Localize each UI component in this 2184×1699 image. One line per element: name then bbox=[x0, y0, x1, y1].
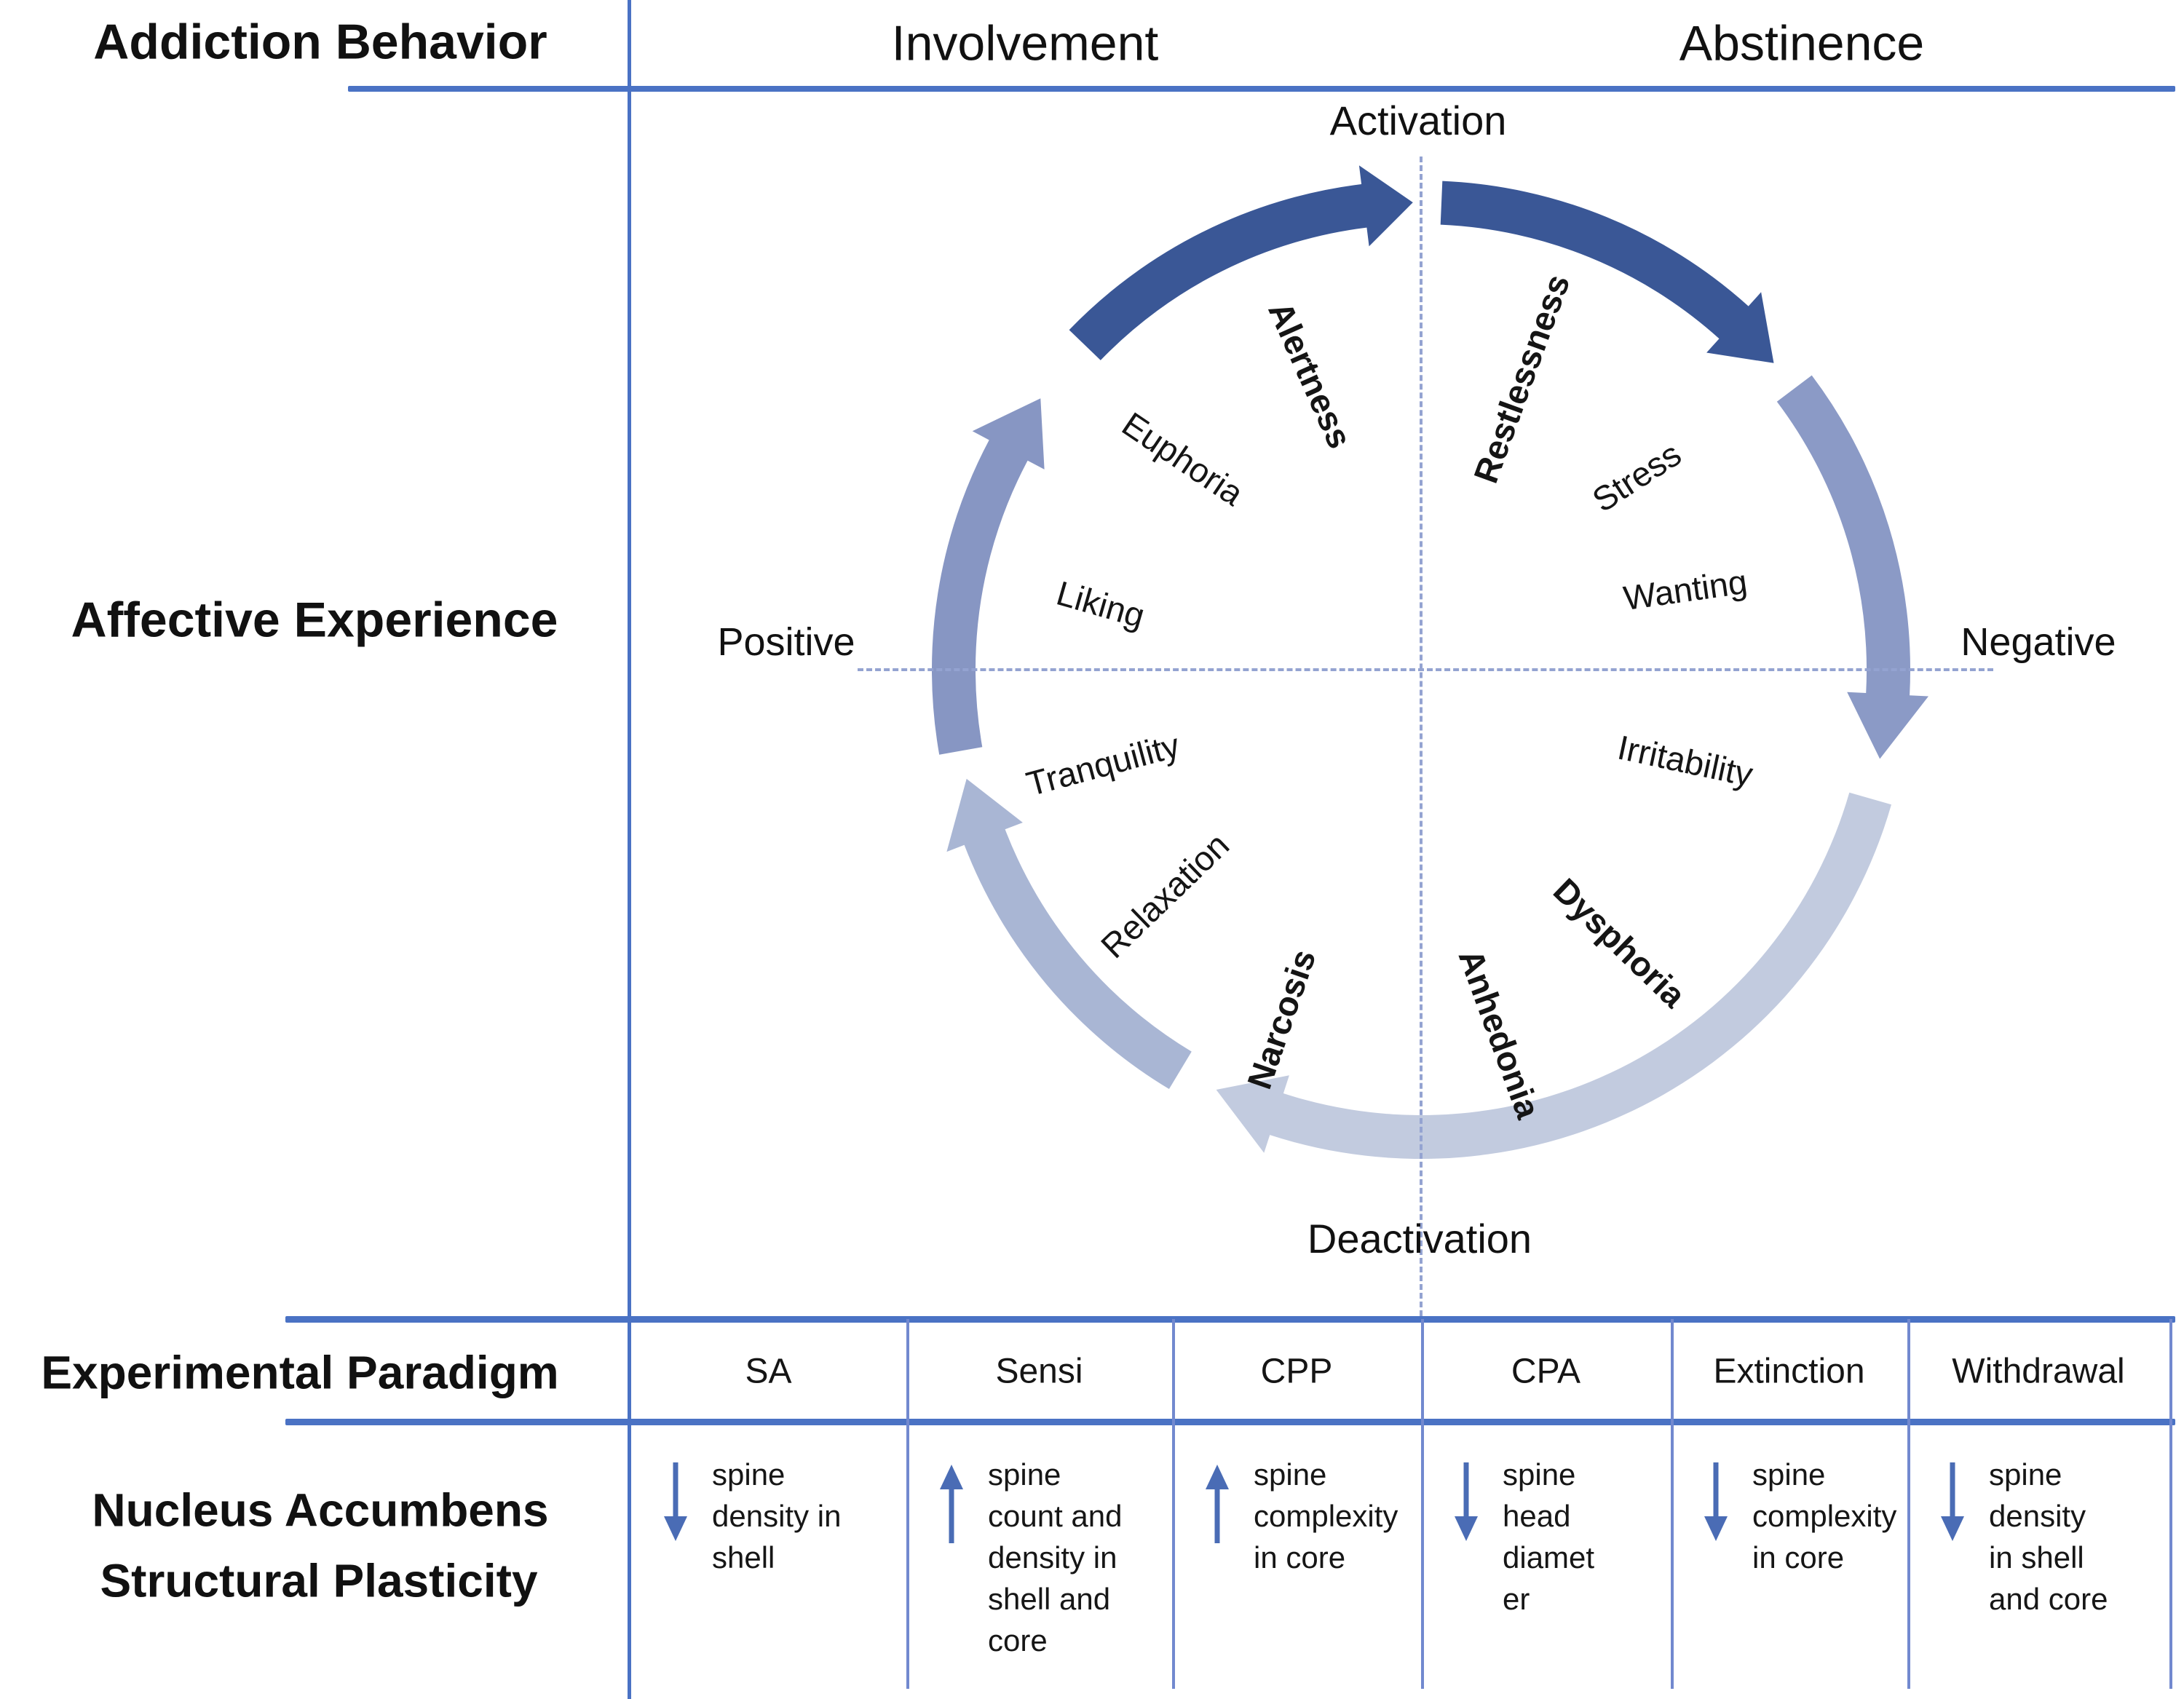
plasticity-finding-line: count and bbox=[988, 1499, 1123, 1533]
cycle-arc-arrow-segment-3 bbox=[1776, 375, 1928, 759]
table-top-line bbox=[285, 1316, 2175, 1323]
spine-change-arrow-down-icon bbox=[660, 1458, 692, 1548]
involvement-column-header: Involvement bbox=[891, 15, 1159, 71]
paradigm-label-extinction: Extinction bbox=[1713, 1352, 1865, 1391]
plasticity-finding-line: spine bbox=[988, 1457, 1061, 1492]
plasticity-finding-line: spine bbox=[1989, 1457, 2062, 1492]
experimental-paradigm-row-label: Experimental Paradigm bbox=[41, 1346, 559, 1399]
spine-change-arrow-down-icon bbox=[1936, 1458, 1969, 1548]
cycle-arc-arrow-segment-6 bbox=[932, 398, 1045, 755]
paradigm-label-sensi: Sensi bbox=[995, 1352, 1083, 1391]
plasticity-finding-line: diamet bbox=[1503, 1540, 1595, 1575]
plasticity-finding-text: spine complexity in core bbox=[1752, 1454, 1896, 1578]
plasticity-finding-line: spine bbox=[1254, 1457, 1327, 1492]
plasticity-finding-line: density in bbox=[988, 1540, 1117, 1575]
activation-axis-label: Activation bbox=[1329, 97, 1507, 143]
spine-change-arrow-down-icon bbox=[1700, 1458, 1732, 1548]
cycle-arc-arrow-segment-2 bbox=[1440, 181, 1774, 363]
spine-change-arrow-up-icon bbox=[935, 1458, 968, 1548]
plasticity-finding-line: in core bbox=[1752, 1540, 1845, 1575]
cycle-arc-arrow-segment-5 bbox=[946, 778, 1192, 1089]
table-column-divider-4 bbox=[1671, 1319, 1674, 1689]
activation-deactivation-axis-dashed-line bbox=[1420, 157, 1423, 1316]
row-label-divider-vertical-line bbox=[628, 0, 631, 1699]
plasticity-finding-line: core bbox=[988, 1623, 1048, 1658]
plasticity-finding-text: spine head diamet er bbox=[1503, 1454, 1594, 1620]
plasticity-finding-line: head bbox=[1503, 1499, 1571, 1533]
plasticity-finding-text: spine complexity in core bbox=[1254, 1454, 1398, 1578]
plasticity-finding-text: spine density in shell and core bbox=[1989, 1454, 2108, 1620]
plasticity-finding-line: in core bbox=[1254, 1540, 1346, 1575]
plasticity-finding-text: spine count and density in shell and core bbox=[988, 1454, 1123, 1661]
structural-plasticity-row-label-line2: Structural Plasticity bbox=[100, 1554, 538, 1607]
deactivation-axis-label: Deactivation bbox=[1307, 1215, 1532, 1262]
spine-change-arrow-down-icon bbox=[1450, 1458, 1482, 1548]
plasticity-finding-line: er bbox=[1503, 1582, 1530, 1616]
plasticity-finding-line: density in bbox=[712, 1499, 842, 1533]
plasticity-finding-line: in shell bbox=[1989, 1540, 2084, 1575]
plasticity-finding-line: spine bbox=[1752, 1457, 1826, 1492]
plasticity-finding-text: spine density in shell bbox=[712, 1454, 841, 1578]
table-column-divider-2 bbox=[1172, 1319, 1175, 1689]
plasticity-finding-line: and core bbox=[1989, 1582, 2108, 1616]
plasticity-finding-line: spine bbox=[712, 1457, 786, 1492]
abstinence-column-header: Abstinence bbox=[1679, 15, 1925, 71]
paradigm-label-sa: SA bbox=[745, 1352, 792, 1391]
cycle-arc-arrow-segment-1 bbox=[1069, 165, 1413, 360]
spine-change-arrow-up-icon bbox=[1201, 1458, 1233, 1548]
table-column-divider-1 bbox=[906, 1319, 909, 1689]
plasticity-finding-line: spine bbox=[1503, 1457, 1576, 1492]
paradigm-label-cpp: CPP bbox=[1260, 1352, 1333, 1391]
plasticity-finding-line: shell and bbox=[988, 1582, 1111, 1616]
cycle-arc-arrow-segment-4 bbox=[1216, 792, 1891, 1160]
plasticity-finding-line: density bbox=[1989, 1499, 2086, 1533]
nucleus-accumbens-row-label-line1: Nucleus Accumbens bbox=[92, 1484, 549, 1537]
negative-axis-label: Negative bbox=[1961, 619, 2116, 664]
addiction-behavior-row-label: Addiction Behavior bbox=[93, 14, 547, 70]
table-column-divider-3 bbox=[1421, 1319, 1424, 1689]
plasticity-finding-line: shell bbox=[712, 1540, 775, 1575]
positive-axis-label: Positive bbox=[717, 619, 855, 664]
table-middle-line bbox=[285, 1419, 2175, 1425]
table-column-divider-6 bbox=[2169, 1319, 2172, 1689]
affective-experience-row-label: Affective Experience bbox=[71, 592, 558, 648]
header-underline bbox=[348, 86, 2175, 92]
paradigm-label-cpa: CPA bbox=[1511, 1352, 1581, 1391]
plasticity-finding-line: complexity bbox=[1254, 1499, 1398, 1533]
positive-negative-axis-dashed-line bbox=[858, 668, 1993, 671]
table-column-divider-5 bbox=[1907, 1319, 1910, 1689]
paradigm-label-withdrawal: Withdrawal bbox=[1952, 1352, 2125, 1391]
plasticity-finding-line: complexity bbox=[1752, 1499, 1897, 1533]
